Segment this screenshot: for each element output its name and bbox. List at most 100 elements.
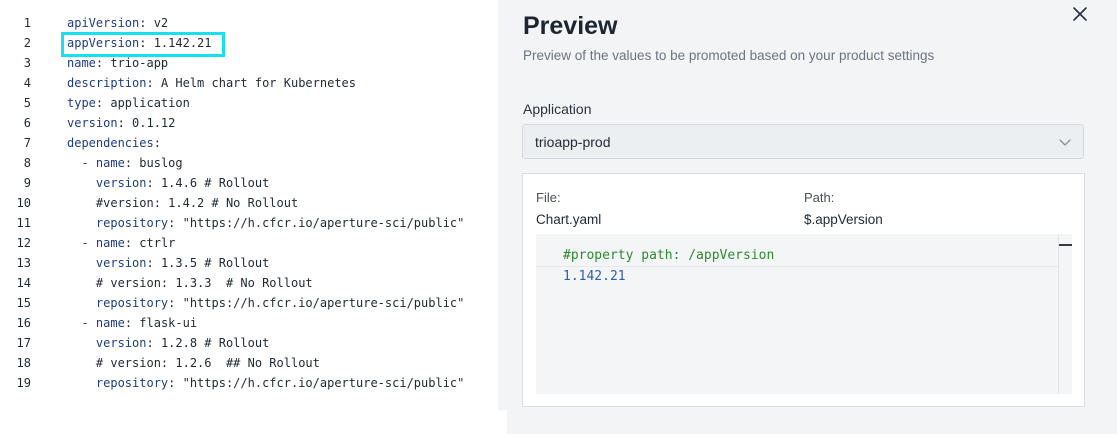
code-line: 8 - name: buslog (0, 153, 498, 173)
yaml-key: dependencies (67, 136, 154, 150)
yaml-key: version (95, 256, 147, 270)
app-version-highlight (61, 32, 225, 57)
code-comment: #property path: /appVersion (563, 248, 775, 263)
yaml-key: repository (95, 296, 169, 310)
yaml-separator: : (124, 156, 140, 170)
code-line: 16 - name: flask-ui (0, 313, 498, 333)
yaml-separator: : (124, 316, 140, 330)
code-indent (67, 256, 96, 270)
application-select[interactable]: trioapp-prod (522, 124, 1084, 159)
code-indent (67, 296, 96, 310)
yaml-value: flask-ui (139, 316, 198, 330)
line-number: 11 (16, 216, 31, 230)
yaml-separator: : (153, 136, 161, 150)
line-number: 1 (23, 16, 31, 30)
yaml-value: 1.142.21 (153, 36, 212, 50)
yaml-key: name (67, 56, 96, 70)
yaml-separator: : (146, 256, 161, 270)
code-text: repository: "https://h.cfcr.io/aperture-… (67, 293, 464, 313)
chevron-down-icon (1057, 134, 1073, 150)
yaml-value: trio-app (110, 56, 169, 70)
code-text: #version: 1.4.2 # No Rollout (67, 193, 298, 213)
yaml-key: version (95, 176, 147, 190)
code-text: - name: ctrlr (67, 233, 175, 253)
code-indent (67, 216, 96, 230)
yaml-value: #version: 1.4.2 # No Rollout (95, 196, 299, 210)
scrollbar-thumb[interactable] (1059, 244, 1072, 246)
yaml-value: # version: 1.2.6 ## No Rollout (95, 356, 320, 370)
preview-code-area[interactable] (536, 234, 1072, 394)
preview-subtitle: Preview of the values to be promoted bas… (523, 48, 935, 63)
code-indent (67, 336, 96, 350)
code-line: 5 type: application (0, 93, 498, 113)
code-value: 1.142.21 (563, 269, 626, 284)
line-number: 15 (16, 296, 31, 310)
line-number: 19 (16, 376, 31, 390)
yaml-separator: : (139, 36, 154, 50)
line-number: 8 (23, 156, 31, 170)
yaml-value: ctrlr (139, 236, 176, 250)
code-text: - name: buslog (67, 153, 183, 173)
line-number: 3 (23, 56, 31, 70)
code-line: 3 name: trio-app (0, 53, 498, 73)
yaml-value: "https://h.cfcr.io/aperture-sci/public" (182, 216, 465, 230)
yaml-separator: : (95, 96, 111, 110)
code-text: appVersion: 1.142.21 (67, 33, 212, 53)
line-number: 12 (16, 236, 31, 250)
path-value: $.appVersion (804, 212, 883, 227)
path-label: Path: (804, 190, 835, 205)
application-select-value: trioapp-prod (535, 134, 611, 150)
yaml-key: type (67, 96, 96, 110)
code-line: 17 version: 1.2.8 # Rollout (0, 333, 498, 353)
line-number: 18 (16, 356, 31, 370)
line-number: 4 (23, 76, 31, 90)
yaml-key: repository (95, 376, 169, 390)
file-label: File: (536, 190, 561, 205)
code-indent: - (67, 156, 96, 170)
yaml-separator: : (168, 216, 183, 230)
yaml-key: apiVersion (67, 16, 140, 30)
yaml-value: "https://h.cfcr.io/aperture-sci/public" (182, 296, 465, 310)
close-icon[interactable] (1069, 3, 1091, 25)
yaml-value: application (110, 96, 190, 110)
code-indent: - (67, 236, 96, 250)
yaml-key: version (67, 116, 118, 130)
line-number: 5 (23, 96, 31, 110)
yaml-key: name (95, 236, 125, 250)
code-text: version: 0.1.12 (67, 113, 175, 133)
code-text: name: trio-app (67, 53, 168, 73)
yaml-value: # version: 1.3.3 # No Rollout (95, 276, 313, 290)
file-value: Chart.yaml (536, 212, 602, 227)
yaml-separator: : (124, 236, 140, 250)
line-number: 17 (16, 336, 31, 350)
yaml-value: buslog (139, 156, 183, 170)
code-text: dependencies: (67, 133, 161, 153)
code-indent (67, 276, 96, 290)
code-text: version: 1.2.8 # Rollout (67, 333, 269, 353)
yaml-separator: : (139, 16, 154, 30)
code-line: 11 repository: "https://h.cfcr.io/apertu… (0, 213, 498, 233)
code-text: - name: flask-ui (67, 313, 197, 333)
code-text: # version: 1.3.3 # No Rollout (67, 273, 313, 293)
code-text: description: A Helm chart for Kubernetes (67, 73, 356, 93)
code-text: # version: 1.2.6 ## No Rollout (67, 353, 320, 373)
yaml-value: v2 (153, 16, 169, 30)
preview-panel-footer (507, 410, 1117, 434)
active-line-divider (536, 266, 1058, 267)
code-text: apiVersion: v2 (67, 13, 168, 33)
code-line: 1 apiVersion: v2 (0, 13, 498, 33)
code-indent (67, 176, 96, 190)
application-label: Application (523, 101, 592, 117)
yaml-separator: : (168, 376, 183, 390)
yaml-separator: : (117, 116, 133, 130)
yaml-separator: : (168, 296, 183, 310)
yaml-value: 0.1.12 (132, 116, 176, 130)
yaml-value: "https://h.cfcr.io/aperture-sci/public" (182, 376, 465, 390)
code-line: 9 version: 1.4.6 # Rollout (0, 173, 498, 193)
code-line: 13 version: 1.3.5 # Rollout (0, 253, 498, 273)
yaml-separator: : (146, 336, 161, 350)
yaml-value: 1.2.8 # Rollout (160, 336, 270, 350)
